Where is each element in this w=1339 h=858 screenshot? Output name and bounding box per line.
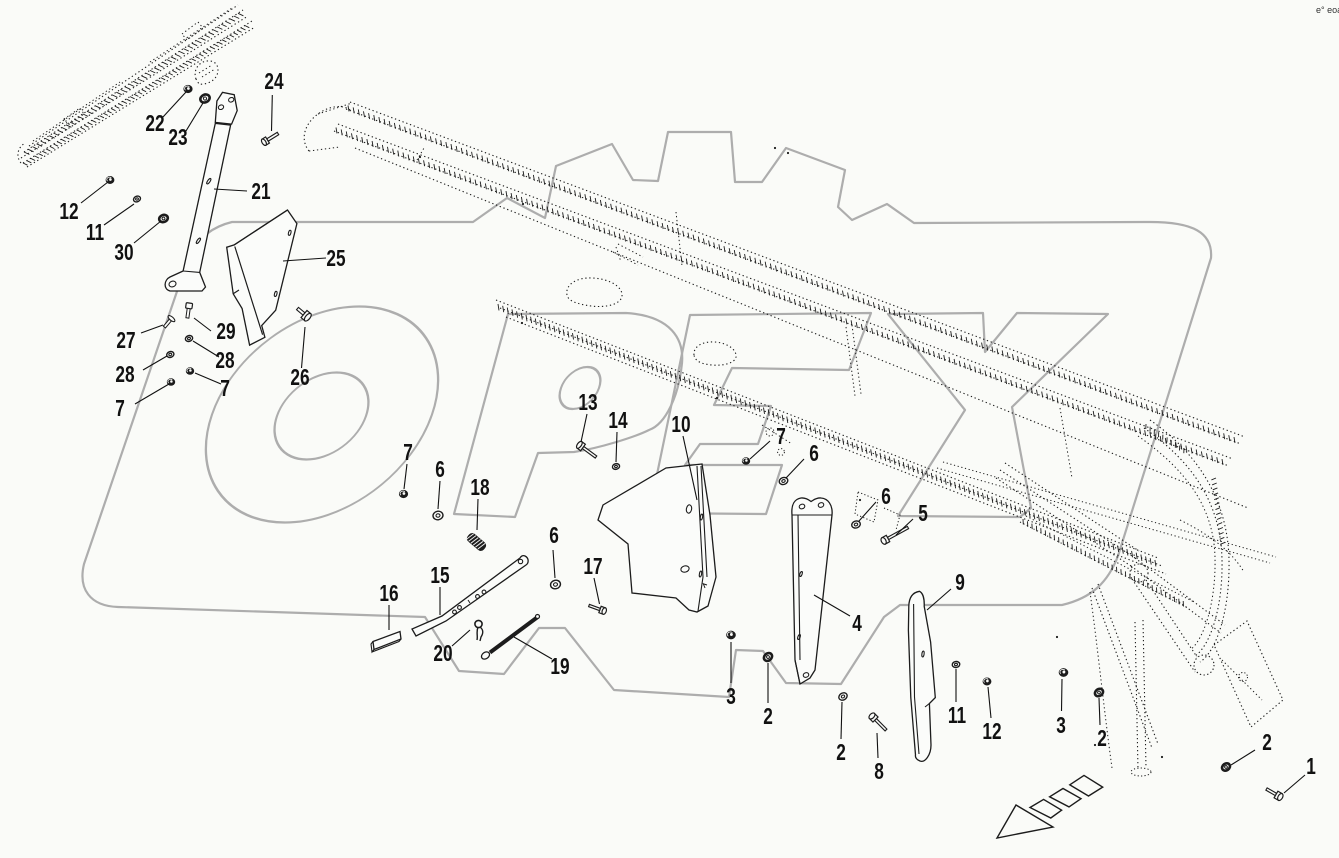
svg-text:28: 28 [215, 349, 234, 374]
svg-text:2: 2 [1262, 731, 1272, 756]
svg-text:6: 6 [809, 442, 819, 467]
svg-text:11: 11 [86, 221, 104, 246]
svg-text:28: 28 [115, 363, 134, 388]
svg-text:22: 22 [145, 112, 164, 137]
svg-text:6: 6 [435, 458, 445, 483]
svg-text:10: 10 [671, 413, 690, 438]
svg-text:21: 21 [251, 180, 270, 205]
svg-text:2: 2 [836, 741, 846, 766]
svg-text:3: 3 [726, 685, 736, 710]
svg-text:11: 11 [948, 704, 966, 729]
svg-text:e° eoa: e° eoa [1316, 5, 1339, 15]
svg-text:18: 18 [470, 476, 489, 501]
svg-text:15: 15 [430, 564, 449, 589]
svg-text:30: 30 [114, 241, 133, 266]
svg-text:16: 16 [379, 582, 398, 607]
svg-text:6: 6 [881, 485, 891, 510]
svg-text:23: 23 [168, 126, 187, 151]
svg-text:29: 29 [216, 320, 235, 345]
svg-text:12: 12 [59, 200, 78, 225]
svg-text:25: 25 [326, 247, 345, 272]
svg-text:17: 17 [583, 555, 602, 580]
svg-text:3: 3 [1056, 714, 1066, 739]
svg-text:8: 8 [874, 760, 884, 785]
svg-text:7: 7 [220, 377, 230, 402]
svg-text:7: 7 [403, 441, 413, 466]
svg-text:19: 19 [550, 655, 569, 680]
svg-text:1: 1 [1306, 755, 1316, 780]
svg-text:4: 4 [852, 612, 862, 637]
svg-text:5: 5 [918, 502, 928, 527]
svg-text:6: 6 [549, 524, 559, 549]
svg-text:7: 7 [776, 425, 786, 450]
svg-text:24: 24 [264, 70, 284, 95]
svg-text:2: 2 [763, 705, 773, 730]
svg-text:26: 26 [290, 366, 309, 391]
svg-text:7: 7 [115, 397, 125, 422]
svg-text:20: 20 [433, 642, 452, 667]
svg-text:13: 13 [578, 391, 597, 416]
svg-text:9: 9 [955, 571, 965, 596]
svg-text:14: 14 [608, 409, 628, 434]
svg-text:2: 2 [1097, 727, 1107, 752]
svg-text:27: 27 [116, 329, 135, 354]
svg-text:12: 12 [982, 720, 1001, 745]
